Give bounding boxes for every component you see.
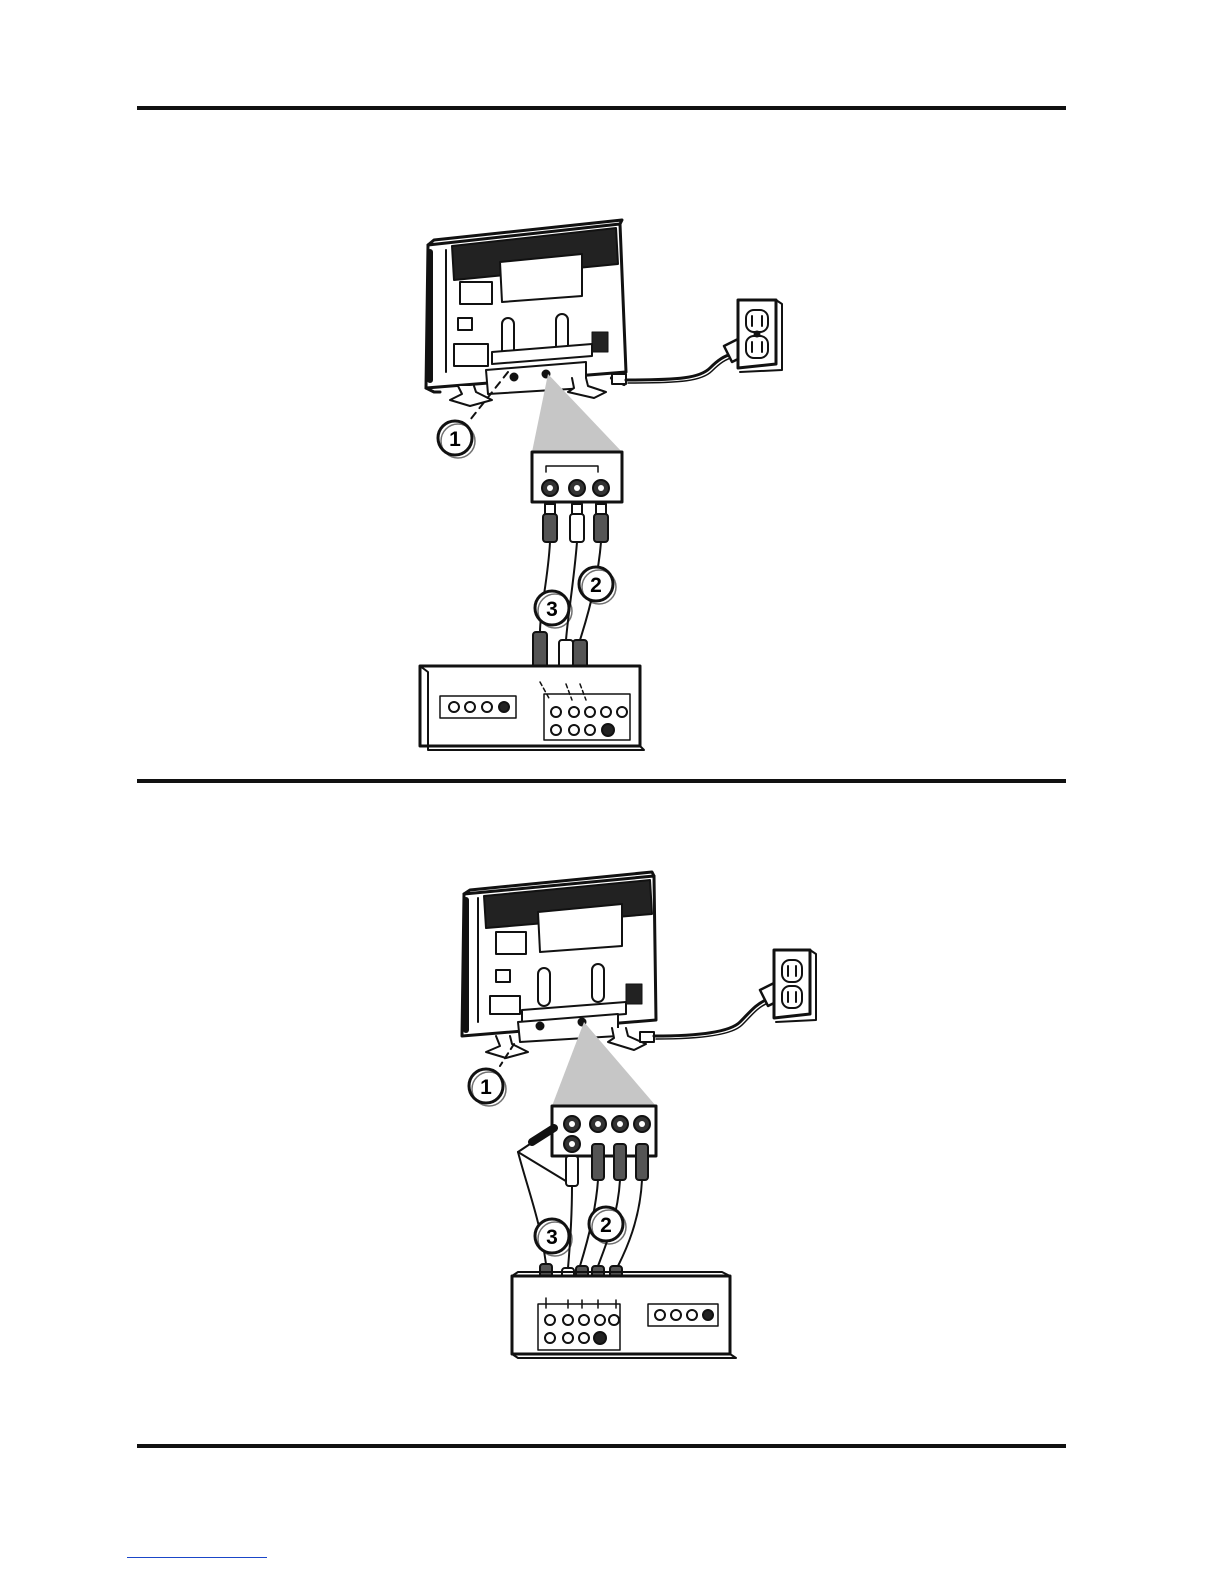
callout-1: 1 [469,1069,506,1106]
callout-3-label: 3 [546,1226,558,1249]
footer-link-underline[interactable] [127,1557,267,1558]
callout-1-label: 1 [480,1076,492,1099]
connection-diagram-2: 1 2 3 [0,0,1225,1440]
power-cord-icon [640,982,784,1042]
callout-2-label: 2 [600,1214,612,1237]
wall-outlet-icon [774,950,816,1022]
callout-3: 3 [535,1219,572,1256]
source-device-icon [512,1272,736,1358]
bottom-rule [137,1444,1066,1448]
callout-2: 2 [589,1207,626,1244]
tv-rear-icon [462,872,656,1058]
